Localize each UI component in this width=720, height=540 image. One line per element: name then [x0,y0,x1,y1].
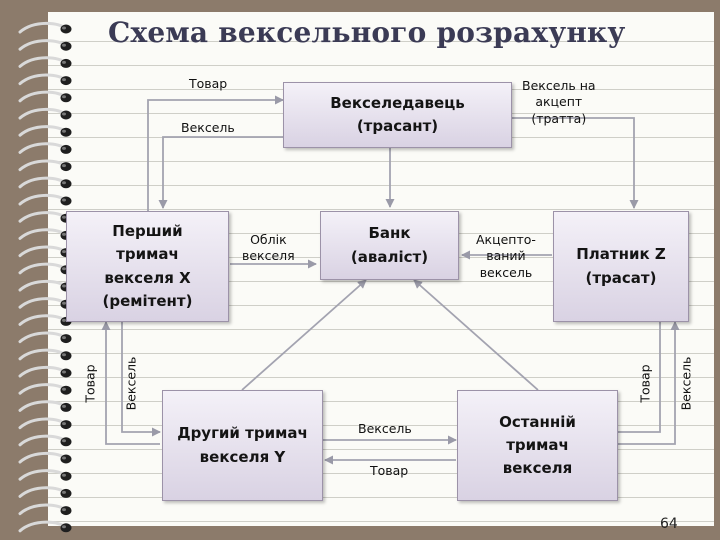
label-goods-top: Товар [189,76,228,91]
binding-ring [18,383,72,395]
binding-ring [18,176,72,189]
label-bill-left: Вексель [123,356,139,411]
label-bill-right: Вексель [678,356,694,411]
binding-ring [18,56,72,68]
label-goods-left: Товар [82,364,98,403]
label-bill-bottom: Вексель [358,421,412,436]
binding-ring [18,125,72,137]
label-bill-top: Вексель [181,120,235,135]
label-goods-right: Товар [637,364,653,403]
node-first-holder: Перший тримач векселя X (ремітент) [66,211,229,322]
node-bank: Банк (аваліст) [320,211,459,280]
binding-ring [18,331,72,344]
binding-ring [18,400,72,412]
binding-ring [18,193,72,206]
label-goods-bottom: Товар [370,463,409,478]
spiral-binding [18,21,72,533]
binding-ring [18,21,72,34]
arrow-bill-left [121,322,161,437]
page-number: 64 [660,516,678,532]
binding-ring [18,159,72,172]
binding-ring [18,520,72,533]
binding-ring [18,73,72,86]
binding-ring [18,39,72,51]
binding-ring [18,486,72,498]
binding-ring [18,451,72,464]
label-discount: Облік векселя [242,232,295,264]
binding-ring [18,365,72,378]
label-bill-for-acceptance: Вексель на акцепт (тратта) [522,78,596,126]
binding-ring [18,503,72,516]
binding-ring [18,469,72,481]
binding-ring [18,107,72,120]
slide-title: Схема вексельного розрахунку [108,16,626,49]
label-accepted-bill: Акцепто- ваний вексель [476,232,536,280]
arrow-goods-left [101,321,160,445]
arrow-goods-to-drawer [147,95,284,212]
arrow-last-holder-to-bank [413,279,539,391]
node-payer: Платник Z (трасат) [553,211,689,322]
binding-ring [18,142,72,154]
binding-ring [18,348,72,361]
node-second-holder: Другий тримач векселя Y [162,390,323,501]
binding-ring [18,434,72,447]
arrow-bill-to-payer [512,117,639,209]
arrow-second-holder-to-bank [241,279,367,391]
binding-ring [18,417,72,430]
node-drawer: Векселедавець (трасант) [283,82,512,148]
arrow-bill-to-first-holder [158,136,283,209]
node-last-holder: Останній тримач векселя [457,390,618,501]
binding-ring [18,90,72,103]
